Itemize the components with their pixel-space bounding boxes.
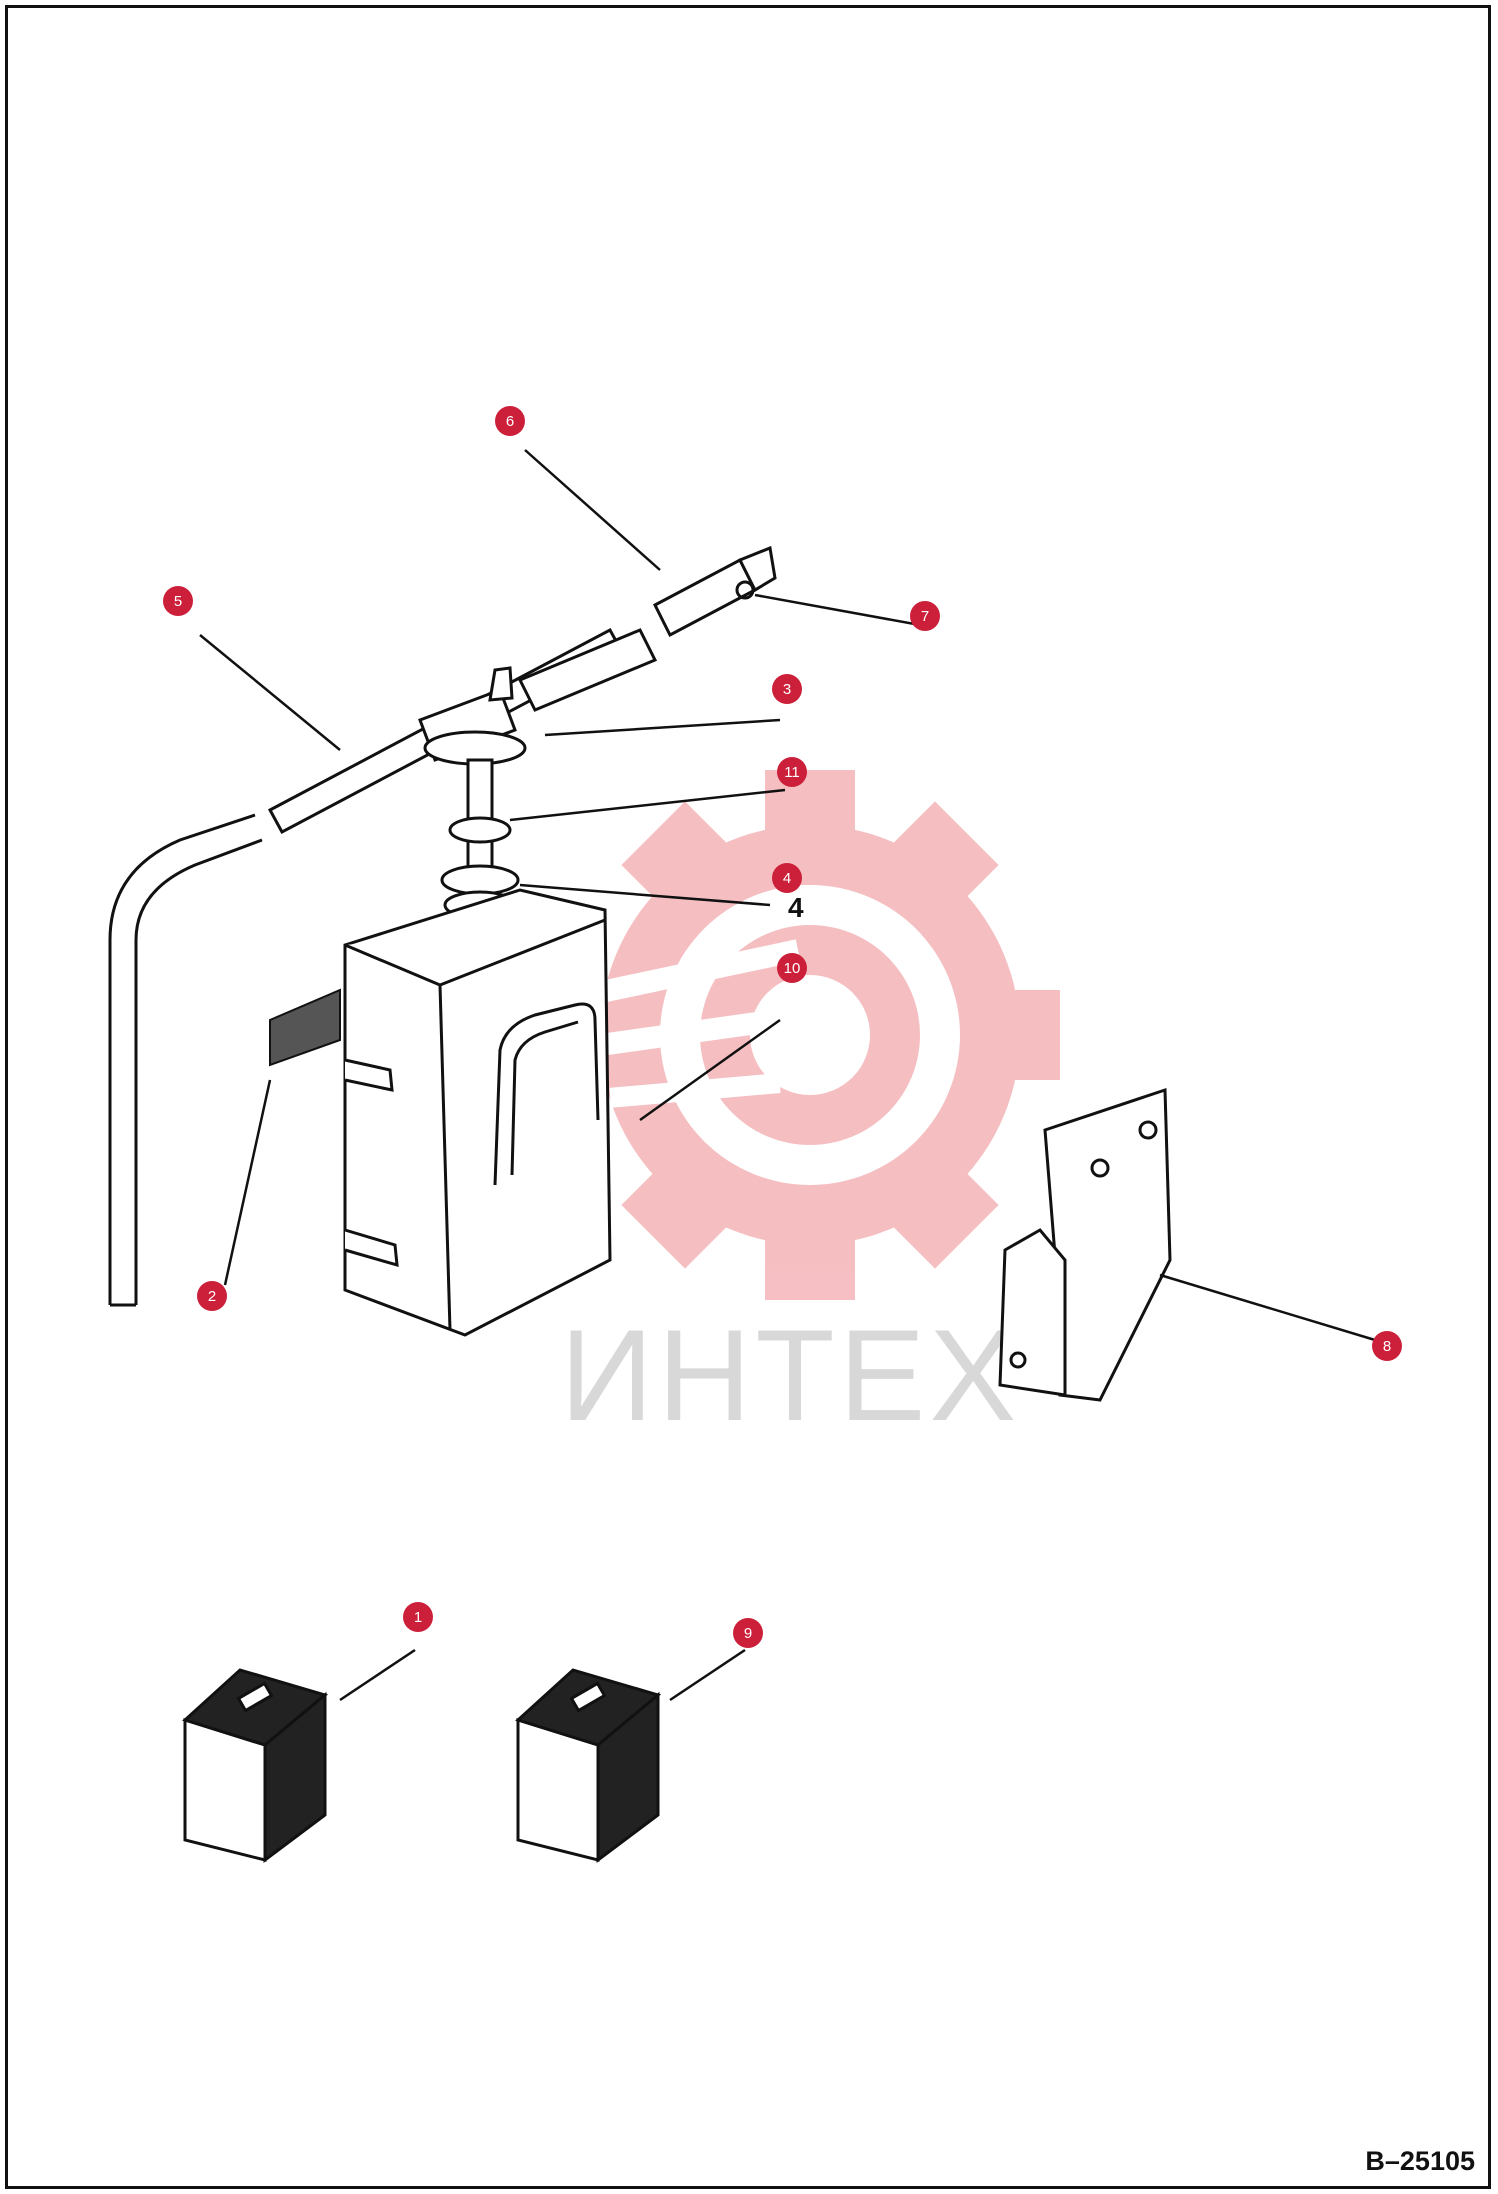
svg-text:9: 9 [744, 1625, 752, 1642]
watermark-gear [590, 770, 1060, 1300]
callout-3: 3 [772, 674, 802, 704]
tee-fitting [418, 628, 658, 766]
reservoir-tank [343, 888, 612, 1337]
callout-6: 6 [495, 406, 525, 436]
watermark-text: ИНТЕХ [560, 1302, 1020, 1448]
callout-10: 10 [777, 953, 807, 983]
callout-markers: 1 2 3 4 5 6 7 8 [163, 406, 1402, 1648]
callout-1: 1 [403, 1602, 433, 1632]
hose-6-part [653, 545, 777, 638]
callout-7: 7 [910, 601, 940, 631]
svg-text:6: 6 [506, 413, 514, 430]
stray-label-4: 4 [788, 892, 804, 923]
callout-5: 5 [163, 586, 193, 616]
svg-text:2: 2 [208, 1288, 216, 1305]
decal-block-9 [515, 1668, 662, 1863]
leader-lines [199, 449, 1376, 1702]
svg-text:1: 1 [414, 1609, 422, 1626]
callout-9: 9 [733, 1618, 763, 1648]
svg-text:4: 4 [783, 870, 791, 887]
mounting-bracket [998, 1087, 1172, 1402]
svg-text:7: 7 [921, 608, 929, 625]
decal-block-1 [182, 1668, 329, 1863]
callout-4: 4 [772, 863, 802, 893]
svg-text:3: 3 [783, 681, 791, 698]
callout-8: 8 [1372, 1331, 1402, 1361]
svg-text:5: 5 [174, 593, 182, 610]
bracket-strip [269, 988, 341, 1067]
svg-text:11: 11 [784, 764, 800, 781]
clamp-part [735, 580, 755, 600]
svg-text:10: 10 [784, 960, 801, 977]
drawing-frame [5, 5, 1491, 2189]
svg-text:8: 8 [1383, 1338, 1391, 1355]
callout-2: 2 [197, 1281, 227, 1311]
callout-11: 11 [777, 757, 807, 787]
drawing-code: B–25105 [1365, 2146, 1475, 2176]
